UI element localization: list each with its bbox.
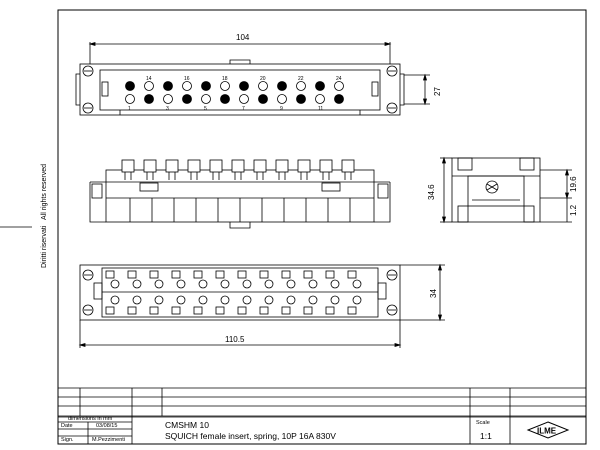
pin-label-1: 1 bbox=[128, 106, 131, 112]
end-view bbox=[440, 156, 572, 224]
bottom-view bbox=[78, 263, 445, 348]
title-block-grid bbox=[58, 387, 586, 444]
top-view bbox=[75, 41, 430, 116]
pin-label-11: 11 bbox=[318, 106, 323, 112]
rights-note: All rights reserved bbox=[41, 163, 48, 220]
rights-note-it: Diritti riservati bbox=[41, 225, 48, 268]
front-view bbox=[89, 169, 391, 229]
units-note: dimensions in mm bbox=[68, 416, 113, 422]
logo-text: ILME bbox=[537, 427, 557, 436]
date-label: Date bbox=[61, 423, 73, 429]
pin-label-18: 18 bbox=[222, 76, 228, 82]
part-code: CMSHM 10 bbox=[165, 420, 209, 430]
dim-bottom-height: 34 bbox=[429, 289, 438, 298]
dim-side-height: 34.6 bbox=[427, 184, 436, 200]
dim-top-width: 104 bbox=[236, 33, 250, 42]
sign-value: M.Pezzimenti bbox=[92, 437, 126, 443]
pin-label-24: 24 bbox=[336, 76, 342, 82]
pin-label-7: 7 bbox=[242, 106, 245, 112]
date-value: 03/08/15 bbox=[96, 423, 118, 429]
dim-side-h2: 1.2 bbox=[569, 204, 578, 216]
ilme-logo: ILME bbox=[526, 421, 570, 439]
dim-bottom-width: 110.5 bbox=[225, 335, 245, 344]
scale-value: 1:1 bbox=[480, 431, 492, 441]
scale-label: Scale bbox=[476, 420, 490, 426]
pin-label-16: 16 bbox=[184, 76, 190, 82]
dim-side-h1: 19.6 bbox=[569, 176, 578, 192]
sign-label: Sign. bbox=[61, 437, 74, 443]
part-description: SQUICH female insert, spring, 10P 16A 83… bbox=[165, 431, 336, 441]
pin-label-3: 3 bbox=[166, 106, 169, 112]
bottom-view-contacts bbox=[105, 270, 362, 315]
dim-top-height: 27 bbox=[433, 87, 442, 96]
pin-label-14: 14 bbox=[146, 76, 152, 82]
pin-label-22: 22 bbox=[298, 76, 304, 82]
pin-label-20: 20 bbox=[260, 76, 266, 82]
sheet-border bbox=[57, 9, 587, 445]
pin-label-9: 9 bbox=[280, 106, 283, 112]
pin-label-5: 5 bbox=[204, 106, 207, 112]
top-view-contacts bbox=[125, 81, 344, 104]
front-view-spring-clamps bbox=[121, 159, 355, 180]
